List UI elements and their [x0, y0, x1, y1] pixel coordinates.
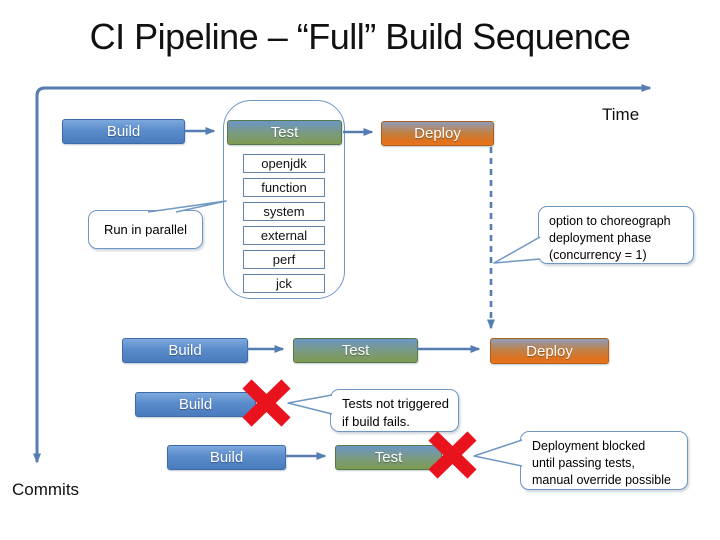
commits-axis-arrow: [33, 86, 46, 464]
callout-tests-pointer: [287, 394, 333, 415]
suite-openjdk: openjdk: [243, 154, 325, 173]
row1-test-box: Test: [227, 120, 342, 145]
callout-deployment-line2: until passing tests,: [532, 455, 635, 470]
commits-axis-label: Commits: [12, 480, 80, 499]
callout-deployment-blocked: Deployment blocked until passing tests, …: [520, 431, 688, 490]
time-axis-arrow: [35, 84, 652, 97]
callout-choreograph-line1: option to choreograph: [549, 214, 671, 228]
callout-tests-line1: Tests not triggered: [342, 396, 449, 411]
row2-build-label: Build: [168, 342, 202, 359]
suite-jck-label: jck: [276, 276, 292, 291]
callout-deployment-line3: manual override possible: [532, 472, 671, 487]
suite-function-label: function: [261, 180, 307, 195]
row4-test-label: Test: [374, 449, 403, 466]
row4-build-box: Build: [167, 445, 286, 470]
callout-run-in-parallel-text: Run in parallel: [103, 221, 188, 237]
suite-jck: jck: [243, 274, 325, 293]
row4-build-label: Build: [209, 449, 244, 466]
callout-choreograph-line2: deployment phase: [549, 230, 652, 245]
suite-system-label: system: [263, 204, 305, 219]
row1-deploy-label: Deploy: [414, 125, 461, 142]
row4-test-box: Test: [335, 445, 442, 470]
row3-build-label: Build: [178, 396, 213, 413]
callout-choreograph-line3: (concurrency = 1): [549, 247, 647, 262]
row2-test-label: Test: [341, 342, 370, 359]
suite-function: function: [243, 178, 325, 197]
suite-system: system: [243, 202, 325, 221]
row1-test-label: Test: [270, 124, 299, 141]
row1-build-label: Build: [106, 123, 141, 140]
callout-choreograph-deployment: option to choreograph deployment phase (…: [538, 206, 694, 264]
row1-build-box: Build: [62, 119, 185, 144]
suite-perf-label: perf: [272, 252, 296, 267]
row1-deploy-box: Deploy: [381, 121, 494, 146]
time-axis-label: Time: [602, 105, 640, 124]
row3-build-box: Build: [135, 392, 256, 417]
callout-tests-line2: if build fails.: [342, 413, 410, 429]
row2-test-box: Test: [293, 338, 418, 363]
suite-external: external: [243, 226, 325, 245]
callout-deployment-pointer: [473, 439, 523, 467]
suite-openjdk-label: openjdk: [261, 156, 307, 171]
slide-title: CI Pipeline – “Full” Build Sequence: [89, 16, 631, 57]
callout-choreograph-pointer: [493, 236, 541, 264]
callout-run-in-parallel: Run in parallel: [88, 210, 203, 249]
suite-external-label: external: [260, 228, 308, 243]
callout-deployment-line1: Deployment blocked: [532, 439, 646, 453]
suite-perf: perf: [243, 250, 325, 269]
row2-deploy-label: Deploy: [526, 342, 573, 360]
callout-tests-not-triggered: Tests not triggered if build fails.: [330, 389, 459, 432]
row2-build-box: Build: [122, 338, 248, 363]
row2-deploy-box: Deploy: [490, 338, 609, 364]
